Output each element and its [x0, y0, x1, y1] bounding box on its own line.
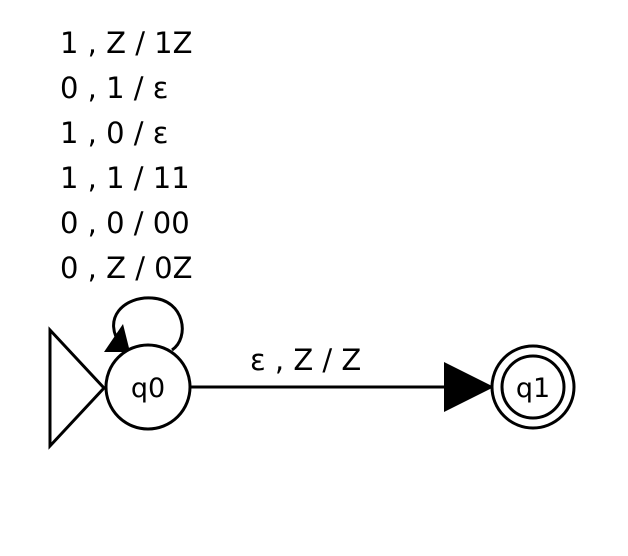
self-loop-label: 1 , 0 / ε	[60, 116, 168, 150]
self-loop-label: 1 , Z / 1Z	[60, 26, 193, 60]
state-q1: q1	[490, 344, 576, 430]
self-loop-arc	[112, 296, 184, 352]
self-loop-label: 0 , 1 / ε	[60, 71, 168, 105]
transition-arrowhead-q0-q1	[444, 362, 494, 412]
state-q0: q0	[104, 343, 192, 431]
state-q1-outer-circle	[490, 344, 576, 430]
state-q1-inner-circle	[500, 354, 566, 420]
transition-label-q0-q1: ε , Z / Z	[250, 343, 361, 377]
self-loop-label-group: 1 , Z / 1Z 0 , 1 / ε 1 , 0 / ε 1 , 1 / 1…	[60, 26, 193, 285]
self-loop-label: 0 , 0 / 00	[60, 206, 190, 240]
self-loop-label: 1 , 1 / 11	[60, 161, 190, 195]
self-loop-arrowhead	[104, 324, 130, 352]
initial-state-marker	[48, 326, 107, 450]
self-loop-label: 0 , Z / 0Z	[60, 251, 193, 285]
state-q0-label: q0	[131, 373, 165, 404]
state-q1-label: q1	[516, 373, 550, 404]
